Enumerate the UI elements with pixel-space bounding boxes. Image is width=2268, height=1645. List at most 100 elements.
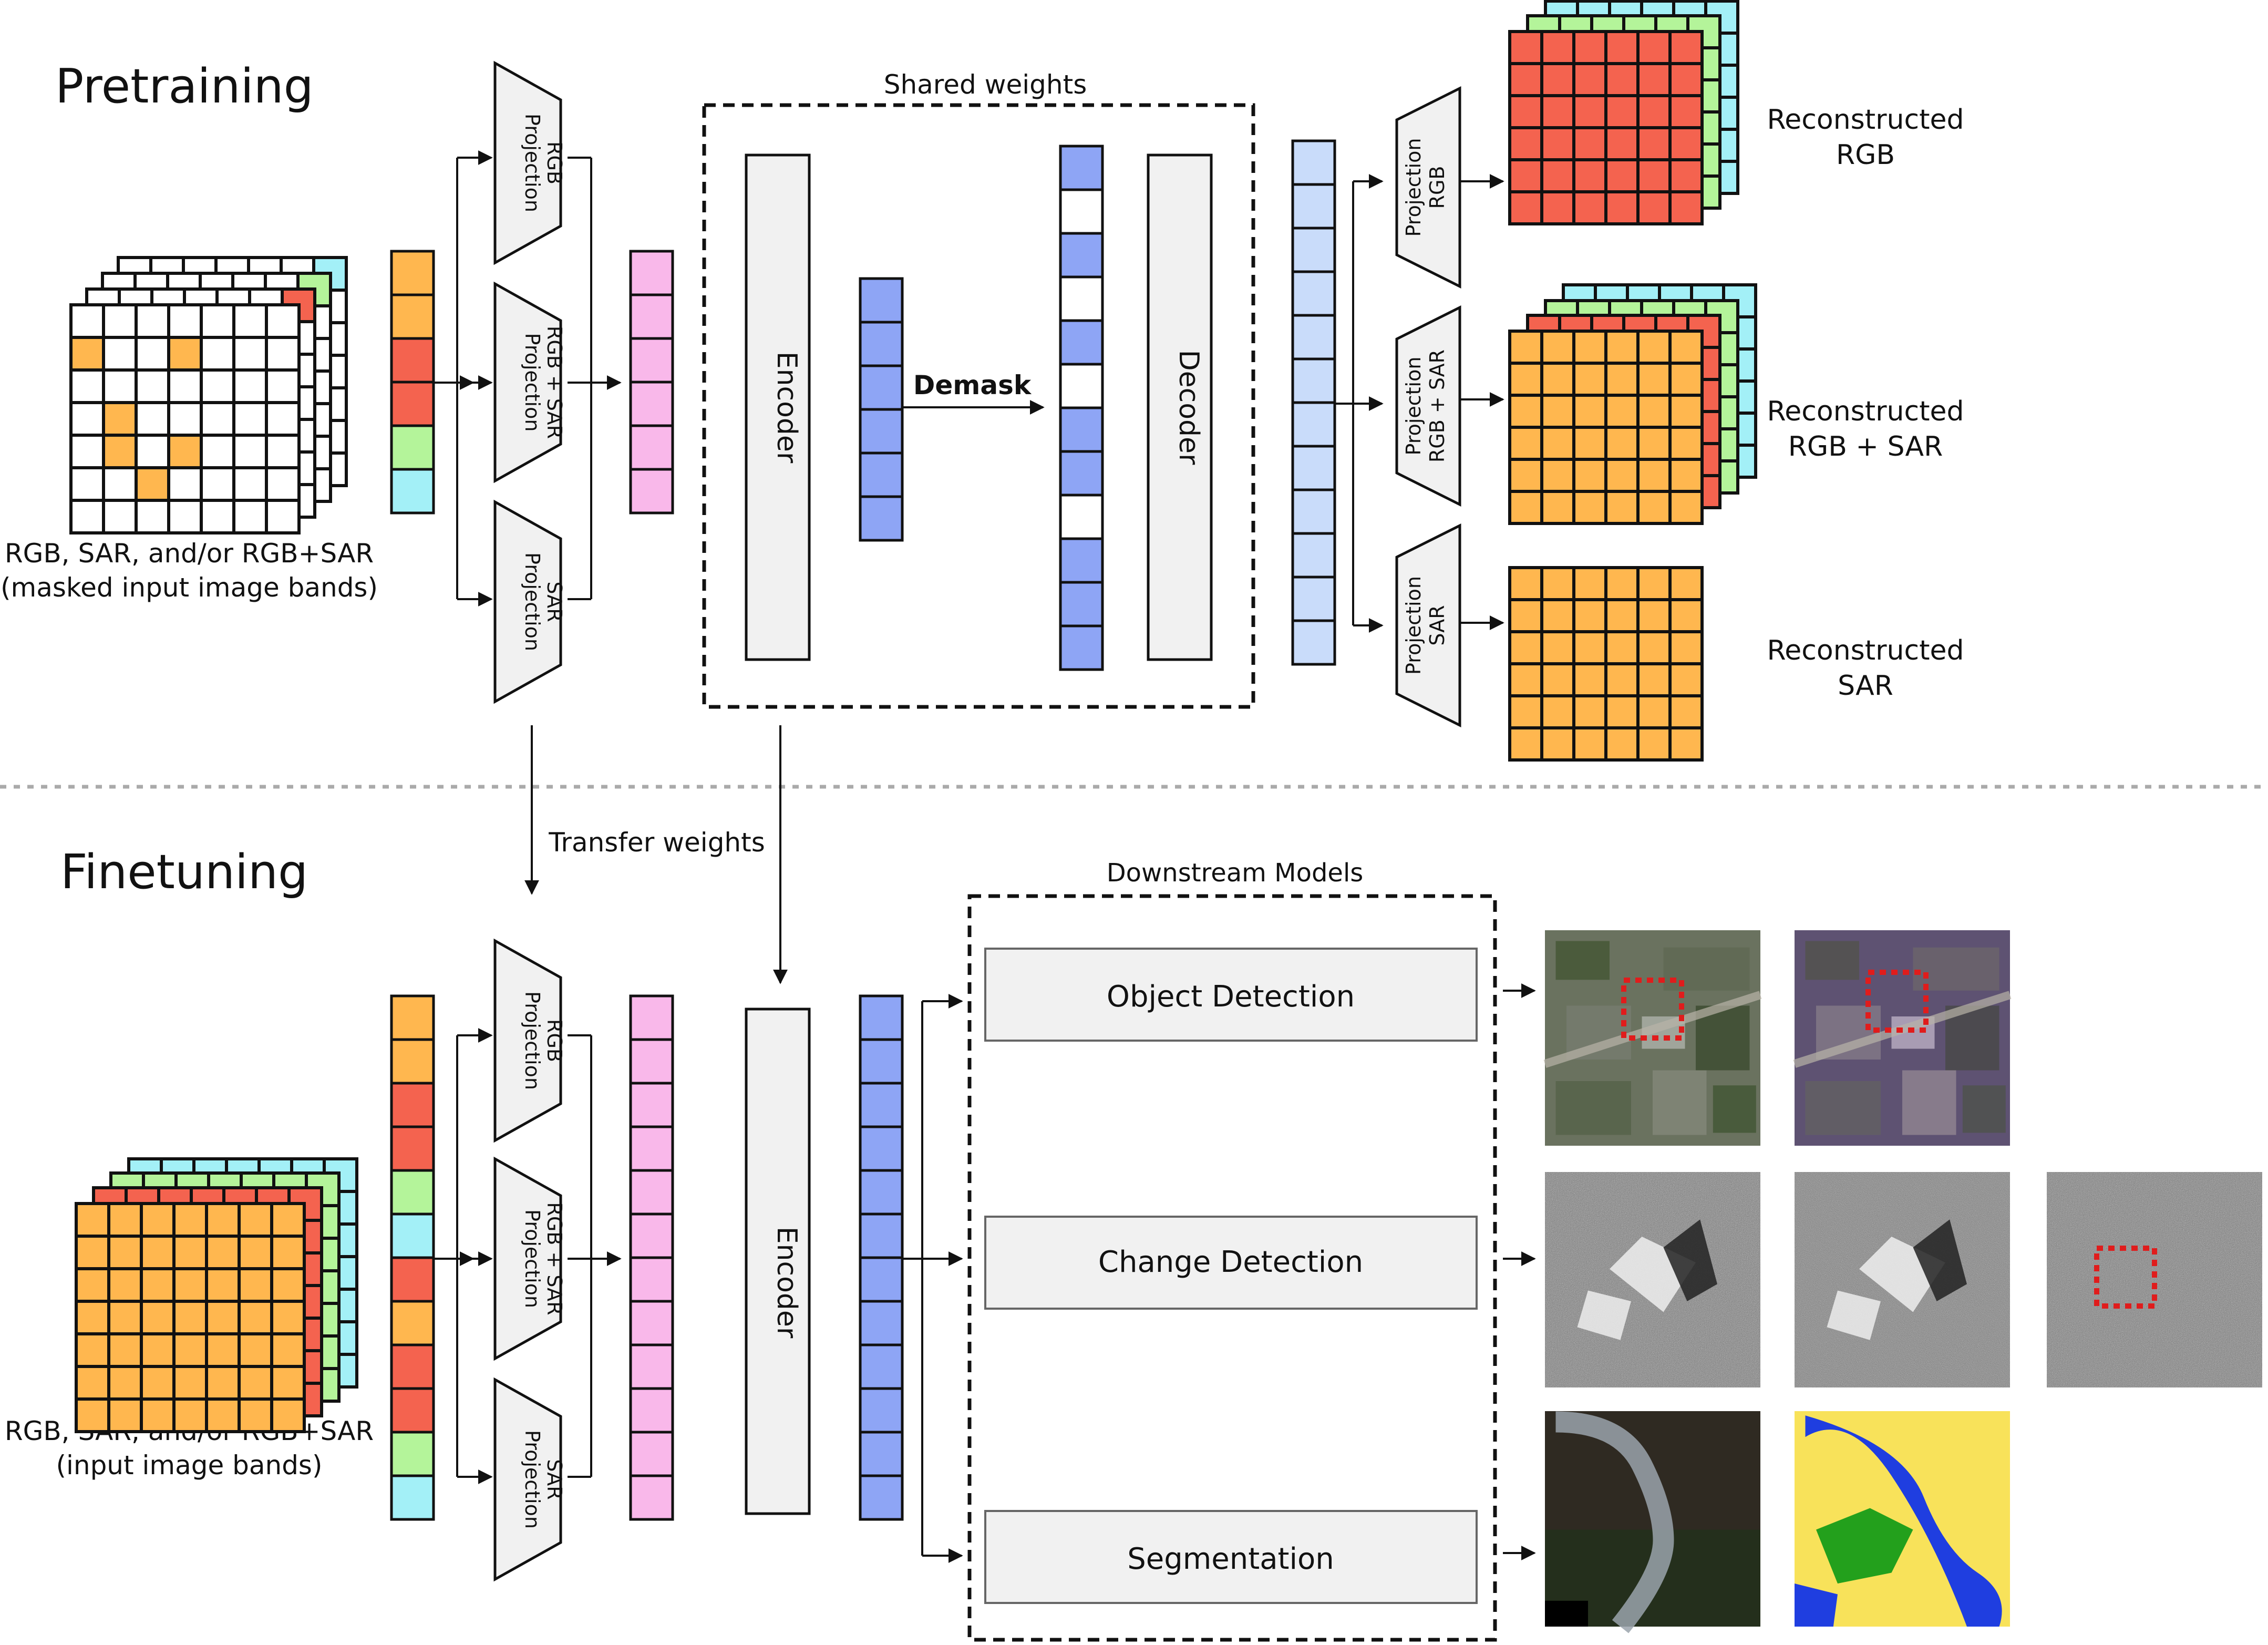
pretrain-proj-rgb-label-projection: Projection (521, 114, 544, 212)
reconstructed-sar-front-cell (1508, 566, 1543, 601)
change-detection-bbox (2094, 1246, 2157, 1309)
masked-front-cell (69, 401, 105, 437)
finetune-input-front-cell (238, 1397, 273, 1433)
finetune-encoded-token-cell (859, 1038, 904, 1085)
reconstructed-rgb-front-cell (1604, 62, 1640, 97)
downstream-models-box (967, 894, 1497, 1642)
masked-front-cell (265, 466, 301, 502)
masked-front-cell (69, 499, 105, 534)
reconstructed-sar-front-cell (1604, 662, 1640, 697)
reconstructed-rgb-front-cell (1540, 62, 1575, 97)
finetune-encoded-token-cell (859, 1300, 904, 1346)
reconstructed-sar-front-cell (1668, 566, 1704, 601)
finetune-input-front-cell (238, 1267, 273, 1303)
reconstructed-rgb-front-cell (1604, 30, 1640, 65)
reconstructed-rgb-front-cell (1508, 158, 1543, 193)
reconstructed-rgbsar-front-cell (1508, 490, 1543, 525)
reconstructed-sar-front-cell (1508, 630, 1543, 665)
reconstructed-sar-front-cell (1540, 598, 1575, 633)
finetune-encoder-label: Encoder (771, 1227, 802, 1339)
masked-front-cell (232, 368, 268, 404)
object-detection-box (984, 948, 1478, 1042)
reconstructed-rgbsar-front-cell (1604, 362, 1640, 397)
reconstructed-rgbsar-front-cell (1636, 426, 1672, 461)
reconstructed-rgb-front-cell (1668, 94, 1704, 129)
pretrain-decoded-token-cell (1291, 227, 1336, 273)
reconstructed-rgb-front-cell (1572, 94, 1607, 129)
reconstructed-sar-front-cell (1572, 662, 1607, 697)
change-detection-after-image (1795, 1172, 2010, 1387)
masked-front-cell (167, 303, 203, 339)
finetune-input-token-cell (390, 1431, 435, 1477)
pretrain-encoded-token-cell (859, 321, 904, 367)
finetune-input-token-cell (390, 1300, 435, 1346)
pretrain-outproj-rgb-label-projection: Projection (1402, 138, 1425, 237)
finetune-input-token-cell (390, 1169, 435, 1216)
reconstructed-rgb-front-cell (1668, 30, 1704, 65)
finetune-input-front-cell (172, 1202, 208, 1238)
masked-front-cell (200, 303, 235, 339)
masked-front-cell (135, 401, 170, 437)
reconstructed-rgb-front-cell (1668, 62, 1704, 97)
finetune-input-front-cell (107, 1202, 143, 1238)
finetune-proj-rgbsar-shape (493, 1156, 562, 1361)
finetune-input-front-cell (140, 1365, 176, 1401)
masked-front-cell (265, 368, 301, 404)
pretrain-encoded-token-cell (859, 451, 904, 498)
finetune-input-front-cell (107, 1365, 143, 1401)
reconstructed-rgbsar-front-cell (1668, 426, 1704, 461)
pretrain-input-token-cell (390, 468, 435, 515)
change-detection-diff-image (2047, 1172, 2262, 1387)
finetune-input-front-cell (75, 1300, 110, 1335)
finetune-pink-token-cell (629, 1038, 674, 1085)
reconstructed-rgbsar-front-cell (1668, 458, 1704, 493)
finetune-proj-rgb-label-modality: RGB (543, 1019, 566, 1062)
reconstructed-rgbsar-front-cell (1540, 490, 1575, 525)
masked-front-cell (167, 368, 203, 404)
pretrain-input-caption-1: RGB, SAR, and/or RGB+SAR (5, 538, 374, 569)
masked-front-cell (102, 434, 138, 469)
object-detection-sar-bbox (1865, 970, 1929, 1033)
pretrain-proj-rgbsar-label-projection: Projection (521, 333, 544, 432)
reconstructed-rgbsar-front-cell (1572, 394, 1607, 429)
masked-front-cell (167, 401, 203, 437)
reconstructed-rgbsar-front-cell (1668, 394, 1704, 429)
pretrain-decoded-token-cell (1291, 445, 1336, 491)
finetune-proj-sar-shape (493, 1377, 562, 1582)
reconstructed-rgbsar-front-cell (1604, 426, 1640, 461)
finetune-input-front-cell (75, 1397, 110, 1433)
finetuning-title: Finetuning (60, 845, 308, 900)
reconstructed-rgb-front-cell (1636, 126, 1672, 161)
finetune-input-token-cell (390, 1212, 435, 1259)
reconstructed-rgbsar-front-cell (1540, 426, 1575, 461)
reconstructed-rgb-front-cell (1572, 158, 1607, 193)
segmentation-mask-image (1795, 1411, 2010, 1627)
finetune-input-front-cell (205, 1332, 241, 1368)
pretrain-demasked-token-cell (1059, 188, 1104, 235)
pretrain-outproj-rgb-shape (1395, 86, 1461, 289)
reconstructed-rgb-label-2: RGB (1836, 139, 1895, 171)
masked-front-cell (69, 303, 105, 339)
pretrain-input-token-cell (390, 381, 435, 427)
pretrain-outproj-rgbsar-label-modality: RGB + SAR (1426, 349, 1449, 462)
reconstructed-sar-front-cell (1604, 598, 1640, 633)
masked-front-cell (135, 303, 170, 339)
finetune-input-front-cell (107, 1267, 143, 1303)
segmentation-label: Segmentation (1127, 1542, 1334, 1576)
masked-front-cell (102, 466, 138, 502)
finetune-input-front-cell (75, 1365, 110, 1401)
pretrain-proj-rgb-label-modality: RGB (543, 141, 566, 184)
finetune-encoded-token-cell (859, 1431, 904, 1477)
masked-front-cell (232, 401, 268, 437)
reconstructed-sar-front-cell (1508, 694, 1543, 729)
finetune-pink-token-cell (629, 1300, 674, 1346)
reconstructed-rgbsar-front-cell (1572, 330, 1607, 365)
pretrain-demasked-token-cell (1059, 581, 1104, 628)
finetune-encoded-token-cell (859, 1125, 904, 1172)
masked-front-cell (232, 466, 268, 502)
finetune-input-front-cell (205, 1397, 241, 1433)
change-detection-box (984, 1216, 1478, 1310)
masked-front-cell (135, 499, 170, 534)
pretrain-demasked-token-cell (1059, 537, 1104, 584)
